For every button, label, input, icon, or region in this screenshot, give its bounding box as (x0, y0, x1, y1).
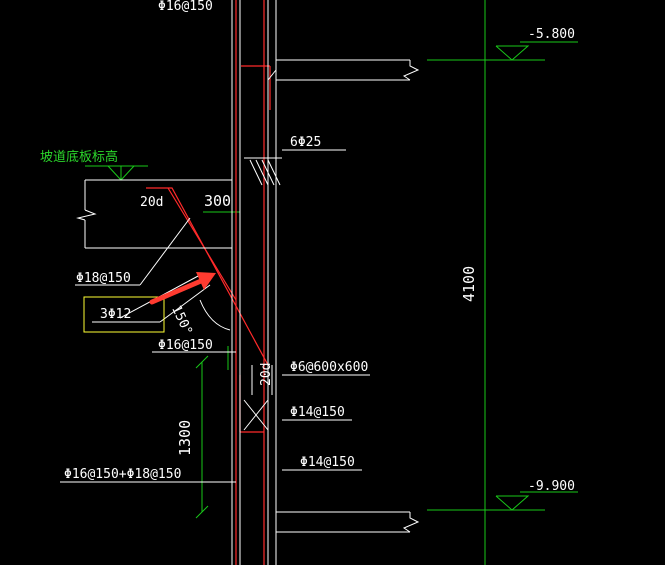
label-20d-top: 20d (140, 195, 163, 210)
label-6phi25: 6Φ25 (290, 135, 321, 150)
label-dim-1300: 1300 (176, 420, 194, 456)
label-slope-bottom: 坡道底板标高 (40, 149, 118, 165)
dim-tick (195, 355, 209, 369)
label-rebar-16-mid: Φ16@150 (158, 338, 213, 353)
label-dim-300: 300 (204, 192, 231, 210)
label-rebar-top: Φ16@150 (158, 0, 213, 14)
break-line-icon (76, 60, 420, 533)
label-20d-vertical: 20d (259, 363, 274, 386)
label-dim-4100: 4100 (460, 266, 478, 302)
green-lines (85, 0, 545, 565)
dim-tick (195, 505, 209, 519)
label-angle-150: 150° (168, 303, 195, 338)
label-elevation-bottom: -9.900 (528, 479, 575, 494)
label-rebar-6-600: Φ6@600x600 (290, 360, 368, 375)
label-rebar-14-b: Φ14@150 (300, 455, 355, 470)
white-lines (60, 0, 410, 565)
red-lines (146, 0, 271, 565)
arrow-icon (149, 272, 216, 305)
selection-box[interactable] (83, 296, 165, 333)
label-rebar-18: Φ18@150 (76, 271, 131, 286)
label-elevation-top: -5.800 (528, 27, 575, 42)
label-rebar-combo: Φ16@150+Φ18@150 (64, 467, 181, 482)
label-rebar-14-a: Φ14@150 (290, 405, 345, 420)
label-3phi12: 3Φ12 (100, 307, 131, 322)
